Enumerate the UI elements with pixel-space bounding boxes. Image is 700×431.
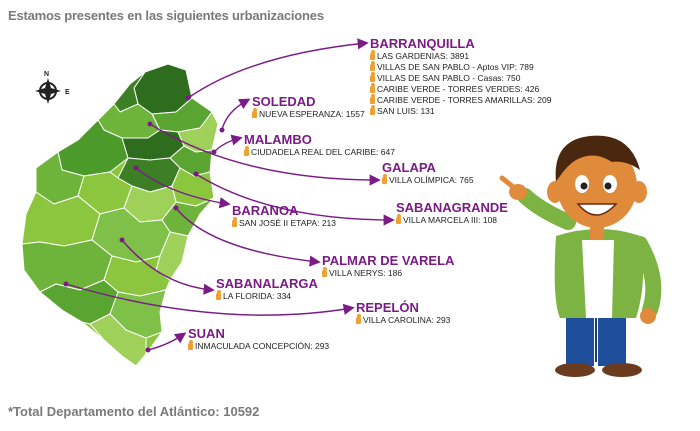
municipality-name: PALMAR DE VARELA: [322, 253, 455, 268]
project-item: VILLAS DE SAN PABLO - Aptos VIP: 789: [370, 61, 551, 73]
page-title: Estamos presentes en las siguientes urba…: [8, 8, 324, 23]
project-item: NUEVA ESPERANZA: 1557: [252, 108, 365, 120]
person-icon: [252, 108, 257, 118]
municipality-sabanalarga: SABANALARGA LA FLORIDA: 334: [216, 276, 318, 302]
municipality-suan: SUAN INMACULADA CONCEPCIÓN: 293: [188, 326, 329, 352]
arrow-soledad: [221, 98, 251, 131]
cartoon-boy-illustration: [499, 135, 662, 377]
person-icon: [244, 146, 249, 156]
person-icon: [370, 61, 375, 71]
person-icon: [216, 290, 221, 300]
person-icon: [188, 340, 193, 350]
project-item: INMACULADA CONCEPCIÓN: 293: [188, 340, 329, 352]
person-icon: [382, 174, 387, 184]
compass-north: N: [44, 71, 49, 78]
person-icon: [356, 314, 361, 324]
municipality-name: SOLEDAD: [252, 94, 316, 109]
compass-east: E: [65, 89, 70, 96]
arrow-malambo: [213, 134, 243, 153]
municipality-name: MALAMBO: [244, 132, 312, 147]
arrow-baranoa: [135, 167, 231, 209]
project-item: CARIBE VERDE - TORRES AMARILLAS: 209: [370, 94, 551, 106]
municipality-malambo: MALAMBO CIUDADELA REAL DEL CARIBE: 647: [244, 132, 395, 158]
project-item: CARIBE VERDE - TORRES VERDES: 426: [370, 83, 551, 95]
project-item: LA FLORIDA: 334: [216, 290, 318, 302]
project-item: VILLA OLÍMPICA: 765: [382, 174, 474, 186]
compass-rose-icon: N E: [35, 71, 70, 104]
project-item: CIUDADELA REAL DEL CARIBE: 647: [244, 146, 395, 158]
municipality-baranoa: BARANOA SAN JOSÉ II ETAPA: 213: [232, 203, 336, 229]
municipality-name: REPELÓN: [356, 300, 419, 315]
person-icon: [370, 105, 375, 115]
municipality-name: BARANOA: [232, 203, 299, 218]
person-icon: [370, 83, 375, 93]
person-icon: [322, 267, 327, 277]
project-item: VILLAS DE SAN PABLO - Casas: 750: [370, 72, 551, 84]
project-item: VILLA NERYS: 186: [322, 267, 454, 279]
municipality-name: SUAN: [188, 326, 225, 341]
municipality-galapa: GALAPA VILLA OLÍMPICA: 765: [382, 160, 474, 186]
municipality-name: SABANALARGA: [216, 276, 318, 291]
municipality-name: SABANAGRANDE: [396, 200, 508, 215]
connector-arrows: [63, 38, 395, 353]
person-icon: [370, 94, 375, 104]
atlantico-map: [21, 63, 219, 367]
municipality-soledad: SOLEDAD NUEVA ESPERANZA: 1557: [252, 94, 365, 120]
total-footnote: *Total Departamento del Atlántico: 10592: [8, 404, 260, 419]
arrow-palmar: [175, 207, 321, 267]
person-icon: [370, 50, 375, 60]
project-item: VILLA MARCELA III: 108: [396, 214, 508, 226]
arrow-barranquilla: [187, 38, 369, 99]
municipality-name: GALAPA: [382, 160, 436, 175]
municipality-repelon: REPELÓN VILLA CAROLINA: 293: [356, 300, 450, 326]
project-item: SAN LUIS: 131: [370, 105, 551, 117]
arrow-suan: [147, 332, 187, 351]
arrow-sabanalarga: [121, 239, 215, 295]
person-icon: [396, 214, 401, 224]
project-item: VILLA CAROLINA: 293: [356, 314, 450, 326]
municipality-barranquilla: BARRANQUILLA LAS GARDENIAS: 3891 VILLAS …: [370, 36, 551, 117]
municipality-name: BARRANQUILLA: [370, 36, 475, 51]
project-item: LAS GARDENIAS: 3891: [370, 50, 551, 62]
project-item: SAN JOSÉ II ETAPA: 213: [232, 217, 336, 229]
municipality-sabanagrande: SABANAGRANDE VILLA MARCELA III: 108: [396, 200, 508, 226]
municipality-palmar-de-varela: PALMAR DE VARELA VILLA NERYS: 186: [322, 253, 454, 279]
arrow-repelon: [65, 283, 355, 316]
arrow-galapa: [149, 123, 381, 186]
arrow-sabanagrande: [195, 173, 395, 226]
person-icon: [370, 72, 375, 82]
person-icon: [232, 217, 237, 227]
